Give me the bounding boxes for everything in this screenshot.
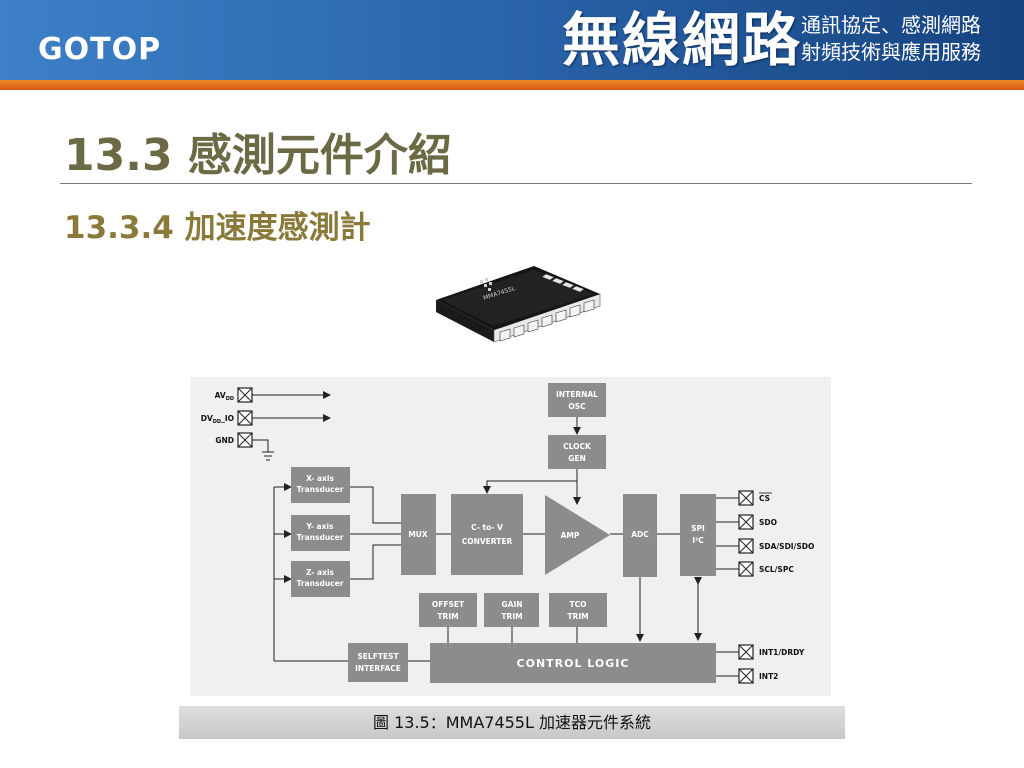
- amp-label: AMP: [561, 531, 580, 540]
- dvdd-label: DV: [201, 414, 213, 423]
- cv-label-2: CONVERTER: [462, 537, 513, 546]
- svg-text:DVDD_IO: DVDD_IO: [201, 414, 234, 425]
- gotop-logo: GOTOP: [38, 32, 162, 67]
- header-accent-stripe: [0, 80, 1024, 90]
- mux-label: MUX: [408, 530, 428, 539]
- gain-label-2: TRIM: [501, 612, 522, 621]
- brand-title: 無線網路: [562, 6, 803, 74]
- tco-label-2: TRIM: [567, 612, 588, 621]
- pin-int1-label: INT1/DRDY: [759, 648, 805, 657]
- title-divider: [60, 183, 972, 184]
- block-diagram: X- axis Transducer Y- axis Transducer Z-…: [190, 377, 831, 696]
- spi-label-2: I²C: [692, 536, 704, 545]
- svg-text:AVDD: AVDD: [215, 391, 234, 402]
- adc-label: ADC: [631, 530, 649, 539]
- osc-label-2: OSC: [568, 402, 586, 411]
- pin-scl-label: SCL/SPC: [759, 565, 794, 574]
- osc-label-1: INTERNAL: [556, 390, 598, 399]
- spi-label-1: SPI: [691, 524, 705, 533]
- figure-caption: 圖 13.5：MMA7455L 加速器元件系統: [373, 713, 651, 732]
- z-axis-label-1: Z- axis: [306, 568, 334, 577]
- selftest-label-2: INTERFACE: [355, 664, 401, 673]
- y-axis-label-1: Y- axis: [306, 522, 335, 531]
- pin-sda-label: SDA/SDI/SDO: [759, 542, 814, 551]
- tco-label-1: TCO: [570, 600, 587, 609]
- cv-label-1: C- to- V: [471, 523, 503, 532]
- x-axis-label-1: X- axis: [306, 474, 334, 483]
- pin-cs-label: CS: [759, 494, 770, 503]
- gain-label-1: GAIN: [501, 600, 522, 609]
- offset-label-2: TRIM: [437, 612, 458, 621]
- y-axis-label-2: Transducer: [297, 533, 344, 542]
- brand-subtitle-2: 射頻技術與應用服務: [801, 40, 981, 64]
- brand-subtitle-1: 通訊協定、感測網路: [801, 13, 981, 37]
- control-logic-label: CONTROL LOGIC: [517, 657, 630, 670]
- gnd-label: GND: [215, 436, 234, 445]
- avdd-sub: DD: [226, 396, 234, 402]
- figure-caption-bar: 圖 13.5：MMA7455L 加速器元件系統: [179, 706, 845, 739]
- dvdd-suffix: _IO: [221, 414, 234, 423]
- offset-label-1: OFFSET: [432, 600, 465, 609]
- clock-label-2: GEN: [568, 454, 586, 463]
- z-axis-label-2: Transducer: [297, 579, 344, 588]
- pin-int2-label: INT2: [759, 672, 778, 681]
- avdd-label: AV: [215, 391, 226, 400]
- x-axis-label-2: Transducer: [297, 485, 344, 494]
- selftest-label-1: SELFTEST: [357, 652, 399, 661]
- pin-sdo-label: SDO: [759, 518, 777, 527]
- slide-subtitle: 13.3.4 加速度感測計: [64, 210, 371, 246]
- slide-title: 13.3 感測元件介紹: [64, 130, 452, 181]
- clock-label-1: CLOCK: [563, 442, 592, 451]
- dvdd-sub: DD: [213, 419, 221, 425]
- header-bar: GOTOP 無線網路 通訊協定、感測網路 射頻技術與應用服務: [0, 0, 1024, 80]
- chip-photo: MMA7455L: [434, 262, 604, 362]
